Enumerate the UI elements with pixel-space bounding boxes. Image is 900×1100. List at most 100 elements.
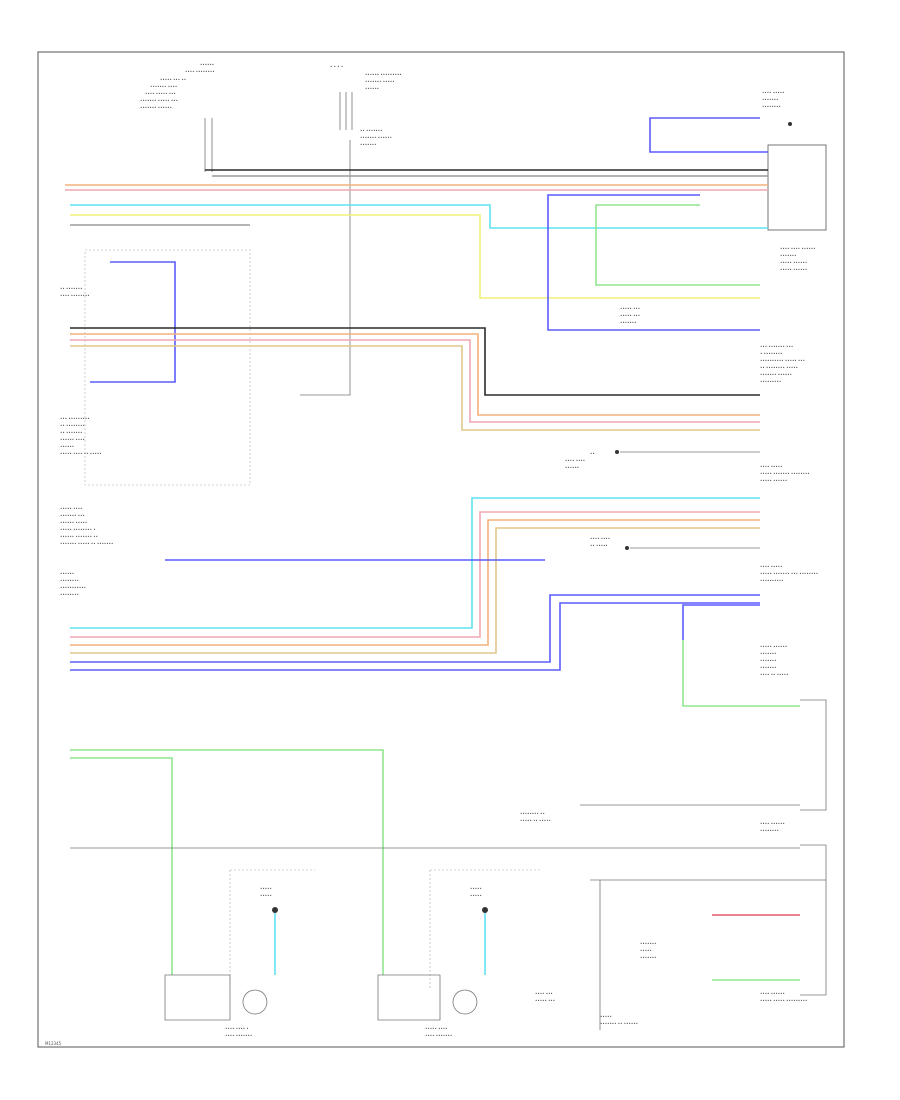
bottom-right-labels: ••••••• ••••• ••••••• •••• •••••• ••••• … [600, 941, 807, 1026]
svg-text:•••• •••••••: •••• ••••••• [425, 1033, 452, 1038]
diagram-frame [37, 51, 845, 1048]
wire-green-lower-1 [70, 749, 384, 975]
svg-text:•• •••••••: •• ••••••• [360, 128, 383, 133]
svg-text:•••••••• ••: •••••••• •• [520, 811, 545, 816]
svg-text:••••••••: •••••••• [60, 592, 79, 597]
right-top-connector [767, 144, 827, 231]
wire-cyan-3 [70, 497, 760, 629]
svg-text:•••••: ••••• [640, 948, 652, 953]
drop-wire-3 [339, 92, 353, 130]
svg-text:••••• ••••: ••••• •••• [60, 506, 83, 511]
speaker-labels: ••••• ••••• ••••• ••••• •••• •••• • ••••… [225, 886, 555, 1038]
left-dashed-box [84, 249, 251, 486]
svg-text:••••••••••: •••••••••• [760, 578, 784, 583]
wire-green-right-lower [682, 640, 800, 707]
svg-text:•••••••: ••••••• [640, 941, 657, 946]
wire-orange-2 [70, 333, 760, 416]
svg-text:••••••••: •••••••• [60, 578, 79, 583]
svg-text:••••• •••• •• •••••: ••••• •••• •• ••••• [60, 451, 102, 456]
right-mid-labels: •••• •••• •••••• ••••••• ••••• •••••• ••… [620, 246, 816, 384]
svg-text:•••••: ••••• [260, 886, 272, 891]
svg-text:••••••••: •••••••• [762, 104, 781, 109]
wire-blue-top-right [649, 117, 768, 153]
svg-text:•••••• ••••••• ••: •••••• ••••••• •• [60, 534, 98, 539]
svg-text:•••••• ••••: •••••• •••• [60, 437, 85, 442]
svg-text:•••• ••••••: •••• •••••• [760, 821, 785, 826]
svg-text:••••••• •••: ••••••• ••• [60, 513, 85, 518]
svg-text:•••• ••••••••: •••• •••••••• [60, 293, 90, 298]
svg-text:•••••• •••••: •••••• ••••• [60, 520, 87, 525]
speaker-box-left [164, 974, 268, 1021]
svg-text:•• •••••••: •• ••••••• [60, 286, 83, 291]
svg-text:••••••: •••••• [60, 444, 74, 449]
wire-tan-2 [70, 345, 760, 431]
svg-text:••: •• [590, 451, 595, 456]
svg-text:•••••• •••••••••: •••••• ••••••••• [365, 72, 402, 77]
svg-text:•••• •••• ••••••: •••• •••• •••••• [780, 246, 816, 251]
svg-text:•• •••••••: •• ••••••• [60, 430, 83, 435]
mid-right-labels-2: •••• •••• •• ••••• •••• ••••• ••••• ••••… [590, 536, 818, 583]
svg-text:•••• •••••: •••• ••••• [760, 564, 783, 569]
right-lower-labels: ••••• •••••• ••••••• ••••••• ••••••• •••… [760, 644, 789, 677]
svg-text:••••• •••: ••••• ••• [620, 306, 640, 311]
svg-text:•••• •••••••: •••• ••••••• [225, 1033, 252, 1038]
svg-text:••• •••••••••: ••• ••••••••• [60, 416, 90, 421]
svg-text:•••••••: ••••••• [360, 142, 377, 147]
svg-text:••••••• ••••••: ••••••• •••••• [760, 372, 792, 377]
svg-text:••••• ••••••: ••••• •••••• [780, 260, 807, 265]
svg-text:••••••: •••••• [565, 465, 579, 470]
svg-text:••••• •• •••••: ••••• •• ••••• [520, 818, 551, 823]
wire-blue-lower-1 [70, 594, 760, 663]
wire-pink-3 [70, 511, 760, 638]
svg-text:•••••••••: ••••••••• [760, 379, 781, 384]
right-lower-connector [800, 699, 827, 811]
wire-orange-3 [70, 519, 760, 646]
svg-text:••••••: •••••• [200, 62, 214, 67]
svg-text:••••• ••••••: ••••• •••••• [780, 267, 807, 272]
top-left-label-block: •••••• •••• •••••••• ••••• ••• •• ••••••… [140, 62, 215, 110]
svg-text:•••••: ••••• [600, 1014, 612, 1019]
wire-black-2 [70, 327, 760, 396]
svg-text:••••• ••••••: ••••• •••••• [760, 644, 787, 649]
svg-text:•••••: ••••• [470, 886, 482, 891]
svg-text:••••• •••: ••••• ••• [620, 313, 640, 318]
svg-text:••••••• ••••••: ••••••• •••••• [140, 105, 172, 110]
svg-text:••••• ••••••: ••••• •••••• [760, 478, 787, 483]
svg-text:•••• •••• •: •••• •••• • [225, 1026, 249, 1031]
svg-text:•••• ••••••: •••• •••••• [760, 991, 785, 996]
svg-text:••••••• ••••• •• •••••••: ••••••• ••••• •• ••••••• [60, 541, 113, 546]
corner-code: M12345 [45, 1041, 62, 1046]
svg-text:••••• ••••• •••••••••: ••••• ••••• ••••••••• [760, 998, 807, 1003]
svg-text:•••• ••••••••: •••• •••••••• [185, 69, 215, 74]
svg-text:••••• ••••••• ••••••••: ••••• ••••••• •••••••• [760, 471, 810, 476]
svg-text:••• ••••••• •••: ••• ••••••• ••• [760, 344, 793, 349]
svg-text:••••• ••• ••: ••••• ••• •• [160, 77, 186, 82]
wire-tan-3 [70, 527, 760, 654]
wire-blue-right-lower [682, 604, 760, 640]
mid-right-labels: •• •••• •••• •••••• •••• ••••• ••••• •••… [565, 451, 810, 483]
svg-text:•• •••••••• •••••: •• •••••••• ••••• [760, 365, 798, 370]
svg-text:•••••: ••••• [260, 893, 272, 898]
svg-text:•••••••: ••••••• [780, 253, 797, 258]
svg-text:••••••• •• ••••••: ••••••• •• •••••• [600, 1021, 638, 1026]
svg-text:••••••• •••••: ••••••• ••••• [365, 79, 395, 84]
svg-text:•••••••: ••••••• [760, 651, 777, 656]
right-bottom-inner [590, 879, 826, 1030]
svg-text:••••••: •••••• [60, 571, 74, 576]
wire-yellow-1 [70, 214, 760, 299]
svg-text:•••••••: ••••••• [620, 320, 637, 325]
svg-text:•• ••••••••: •• •••••••• [60, 423, 85, 428]
svg-text:• ••••••••: • •••••••• [760, 351, 783, 356]
wire-blue-loop-left [90, 261, 176, 383]
svg-text:••••• ••••••• ••• ••••••••: ••••• ••••••• ••• •••••••• [760, 571, 818, 576]
wire-cyan-1 [70, 204, 768, 229]
svg-text:• • • •: • • • • [330, 64, 343, 69]
top-right-label-block: •••• ••••• ••••••• •••••••• [762, 90, 785, 109]
right-bottom-connector [800, 844, 827, 996]
svg-text:••••• •••: ••••• ••• [535, 998, 555, 1003]
speaker-dash-right [429, 869, 540, 990]
svg-text:••••• •••••••• •: ••••• •••••••• • [60, 527, 96, 532]
svg-text:••••••• ••••• •••: ••••••• ••••• ••• [140, 98, 178, 103]
wire-green-lower-2 [70, 757, 173, 975]
svg-text:••••• ••••: ••••• •••• [425, 1026, 448, 1031]
